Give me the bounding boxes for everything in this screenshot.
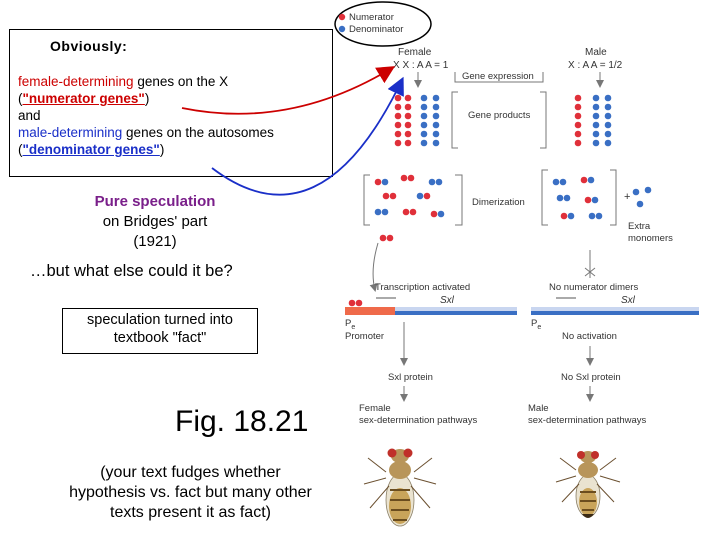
female-title: Female	[398, 47, 432, 58]
no-sxl-protein-label: No Sxl protein	[561, 372, 621, 383]
female-ratio: X X : A A = 1	[393, 60, 449, 71]
sxl-label-right: Sxl	[621, 295, 636, 306]
speculation-line2: on Bridges' part	[102, 213, 208, 230]
fact-line2: textbook "fact"	[113, 330, 207, 346]
male-determining-term: male-determining	[18, 125, 123, 140]
box-title: Obviously:	[50, 38, 128, 54]
line4-rest: genes on the autosomes	[122, 125, 274, 140]
legend-highlight-ellipse	[334, 1, 432, 47]
note-block: (your text fudges whether hypothesis vs.…	[28, 463, 353, 523]
female-dimer-bound	[379, 234, 387, 242]
female-pathway-line2: sex-determination pathways	[359, 415, 478, 426]
blue-pointer-arrow	[211, 76, 404, 196]
male-gene-products	[574, 94, 612, 147]
pe-left: Pe	[345, 318, 355, 331]
dimerization-bracket-right2	[610, 169, 617, 226]
line-female-genes: female-determining genes on the X	[18, 73, 336, 90]
question-text: …but what else could it be?	[30, 262, 233, 280]
figure-label: Fig. 18.21	[175, 405, 309, 438]
female-activation-arrow	[369, 242, 379, 292]
hypothesis-text: female-determining genes on the X ("nume…	[18, 73, 336, 158]
male-pathway-line2: sex-determination pathways	[528, 415, 647, 426]
speculation-block: Pure speculation on Bridges' part (1921)	[40, 192, 270, 252]
note-line1: (your text fudges whether	[100, 464, 281, 481]
female-fly-illustration	[363, 448, 437, 527]
male-dimers	[552, 176, 603, 220]
female-gene-bar	[345, 299, 517, 315]
legend-denominator-label: Denominator	[349, 24, 403, 35]
male-pathway-line1: Male	[528, 403, 549, 414]
dimerization-bracket-right1	[541, 169, 548, 226]
line-denominator: ("denominator genes")	[18, 142, 165, 157]
red-pointer-arrow	[181, 66, 396, 115]
pe-right: Pe	[531, 318, 541, 331]
note-line3: texts present it as fact)	[110, 504, 271, 521]
line-male-genes: male-determining genes on the autosomes	[18, 124, 336, 141]
male-ratio: X : A A = 1/2	[568, 60, 623, 71]
fact-line1: speculation turned into	[87, 312, 233, 328]
legend-denominator-dot	[338, 25, 346, 33]
gene-products-bracket-right	[540, 91, 547, 149]
gene-expression-bracket	[454, 72, 544, 83]
dimerization-bracket-mid	[455, 174, 463, 226]
hypothesis-box	[9, 29, 333, 177]
male-title: Male	[585, 47, 607, 58]
legend-numerator-label: Numerator	[349, 12, 394, 23]
gene-products-label: Gene products	[468, 110, 531, 121]
male-gene-bar	[531, 307, 699, 315]
gene-expression-label: Gene expression	[462, 71, 534, 82]
sxl-protein-label: Sxl protein	[388, 372, 433, 383]
male-fly-illustration	[555, 451, 621, 518]
no-activation-label: No activation	[562, 331, 617, 342]
numerator-genes-term: "numerator genes"	[22, 91, 145, 106]
sxl-label-left: Sxl	[440, 295, 455, 306]
fact-box-text: speculation turned into textbook "fact"	[62, 311, 258, 347]
dimerization-label: Dimerization	[472, 197, 525, 208]
promoter-label: Promoter	[345, 331, 384, 342]
no-numerator-dimers-label: No numerator dimers	[549, 282, 638, 293]
extra-monomers-line2: monomers	[628, 233, 673, 244]
extra-monomers	[632, 186, 652, 208]
legend-numerator-dot	[338, 13, 346, 21]
dimerization-bracket-left	[363, 174, 370, 226]
female-pathway-line1: Female	[359, 403, 391, 414]
speculation-line3: (1921)	[133, 233, 177, 250]
female-determining-term: female-determining	[18, 74, 134, 89]
female-gene-products	[394, 94, 440, 147]
denominator-genes-term: "denominator genes"	[22, 142, 160, 157]
note-line2: hypothesis vs. fact but many other	[69, 484, 312, 501]
plus-sign: +	[624, 191, 630, 203]
female-dimers	[374, 174, 445, 218]
male-block-x	[584, 267, 596, 277]
line-and: and	[18, 108, 41, 123]
line-numerator: ("numerator genes")	[18, 91, 150, 106]
gene-products-bracket	[451, 91, 458, 149]
fact-box	[62, 308, 258, 354]
extra-monomers-line1: Extra	[628, 221, 651, 232]
transcription-activated-label: Transcription activated	[375, 282, 470, 293]
female-dimer-bound-2	[386, 234, 394, 242]
speculation-title: Pure speculation	[94, 193, 216, 210]
legend: Numerator Denominator	[334, 1, 432, 47]
line1-rest: genes on the X	[133, 74, 229, 89]
